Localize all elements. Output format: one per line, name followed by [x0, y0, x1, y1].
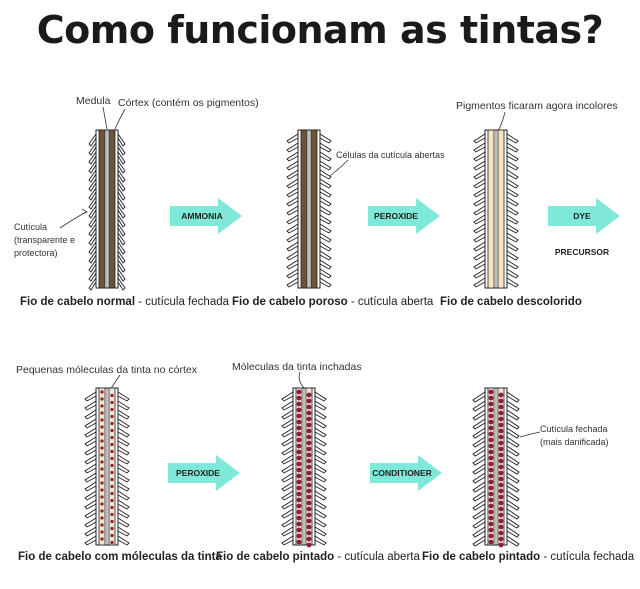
label-cuticula-fechada-2: (mais danificada) — [540, 437, 609, 447]
strand-descolorido — [473, 129, 519, 289]
caption-normal: Fio de cabelo normal - cutícula fechada — [20, 296, 230, 308]
caption-descolorido: Fio de cabelo descolorido — [440, 296, 582, 308]
label-medula: Medula — [76, 95, 111, 107]
arrow-peroxide-2: PEROXIDE — [168, 455, 242, 491]
strand-com-moleculas — [84, 387, 130, 546]
strand-pintado-fechada — [472, 387, 520, 548]
label-celulas-abertas: Células da cutícula abertas — [336, 150, 445, 160]
caption-pintado-aberta: Fio de cabelo pintado - cutícula aberta — [216, 551, 420, 563]
label-cuticula-3: protectora) — [14, 248, 58, 258]
strand-poroso — [286, 129, 332, 289]
label-pequenas-moleculas: Pequenas móleculas da tinta no córtex — [16, 364, 197, 376]
strand-normal — [88, 129, 126, 291]
arrow-dye-precursor: DYE PRECURSOR — [548, 198, 622, 257]
caption-pintado-fechada: Fio de cabelo pintado - cutícula fechada — [422, 551, 635, 563]
label-cuticula-1: Cutícula — [14, 222, 48, 232]
arrow-conditioner: CONDITIONER — [370, 455, 444, 491]
arrow-peroxide-1: PEROXIDE — [368, 198, 442, 234]
strand-pintado-aberta — [281, 387, 327, 548]
arrow-ammonia: AMMONIA — [170, 198, 244, 234]
caption-poroso: Fio de cabelo poroso - cutícula aberta — [232, 296, 434, 308]
label-moleculas-inchadas: Móleculas da tinta inchadas — [232, 361, 362, 373]
caption-com-moleculas: Fio de cabelo com móleculas da tinta — [18, 551, 222, 563]
page-title: Como funcionam as tintas? — [36, 8, 604, 52]
label-cuticula-2: (transparente e — [14, 235, 76, 245]
label-cuticula-fechada-1: Cutícula fechada — [540, 424, 608, 434]
label-cortex: Córtex (contém os pigmentos) — [118, 97, 259, 109]
label-pigmentos-incolores: Pigmentos ficaram agora incolores — [456, 100, 618, 112]
